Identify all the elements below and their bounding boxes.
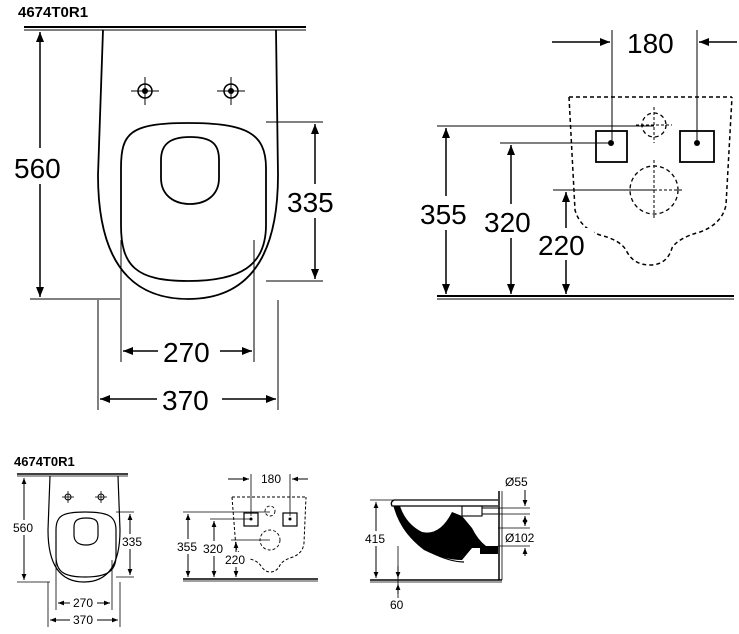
fixing-hole-right-icon: [217, 77, 245, 105]
dim-seat-height-335: 335: [287, 187, 334, 218]
dim-outlet-diameter-102: Ø102: [505, 531, 535, 545]
dim-outlet-height-415: 415: [365, 532, 385, 546]
fixing-hole-small-left-icon: [62, 491, 74, 503]
bottom-side-view: Ø55 Ø102 415 60: [364, 475, 535, 612]
dim-small-outer-370: 370: [73, 613, 93, 627]
seat-outline: [120, 122, 267, 282]
dim-wall-offset-60: 60: [390, 598, 404, 612]
dim-small-inner-270: 270: [73, 596, 93, 610]
bottom-front-view: 4674T0R1 560 335 270: [12, 454, 147, 627]
dim-inner-width-270: 270: [163, 337, 210, 368]
bowl-side-profile: [394, 506, 498, 560]
dim-height-560: 560: [14, 153, 61, 184]
bottom-mount-view: 180 355 320 220: [176, 472, 318, 582]
product-code-label: 4674T0R1: [18, 4, 88, 21]
fixing-hole-small-right-icon: [95, 491, 107, 503]
dim-small-fix-180: 180: [261, 472, 281, 486]
dim-height-355: 355: [420, 199, 467, 230]
dim-height-220: 220: [538, 230, 585, 261]
dim-small-height-220: 220: [225, 553, 245, 567]
mount-dashed-outline: [568, 96, 733, 266]
dim-inlet-diameter-55: Ø55: [505, 475, 528, 489]
bowl-outline: [97, 29, 279, 300]
top-front-view: 4674T0R1 560 3: [14, 4, 343, 416]
dim-outer-width-370: 370: [162, 385, 209, 416]
dim-small-height-355: 355: [177, 540, 197, 554]
dim-height-320: 320: [484, 207, 531, 238]
dim-fix-spacing-180: 180: [627, 28, 674, 59]
dim-small-height-320: 320: [203, 542, 223, 556]
seat-opening: [160, 136, 220, 205]
product-code-label-small: 4674T0R1: [14, 454, 75, 469]
dim-small-height-560: 560: [13, 521, 33, 535]
dim-small-seat-335: 335: [122, 535, 142, 549]
fixing-hole-left-icon: [131, 77, 159, 105]
top-mount-view: 180 355 320 220: [418, 28, 737, 300]
